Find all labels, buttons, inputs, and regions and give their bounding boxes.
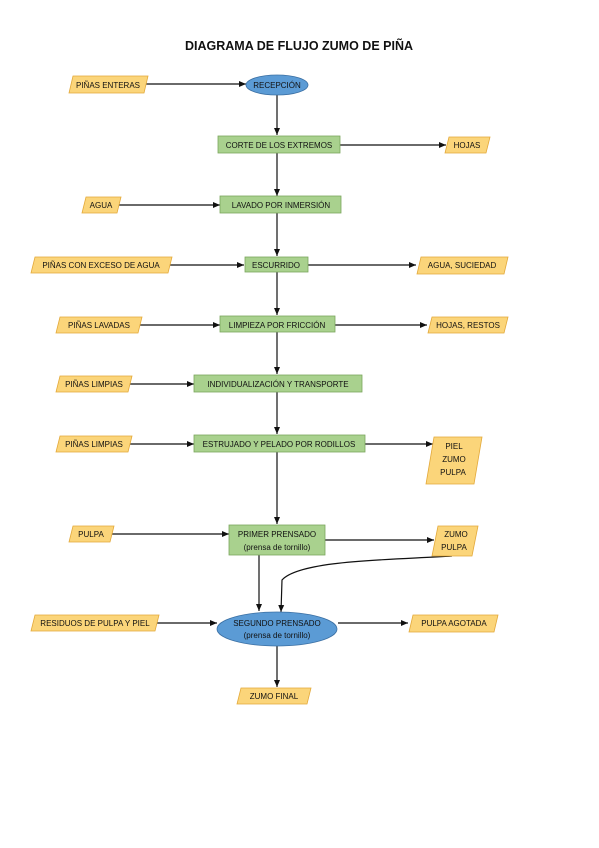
input-pinas-limpias-2: PIÑAS LIMPIAS	[55, 435, 133, 453]
input-agua: AGUA	[81, 196, 122, 214]
output-piel-label: PIEL	[445, 442, 463, 451]
output-zumo-final: ZUMO FINAL	[236, 687, 312, 705]
output-hojas: HOJAS	[444, 136, 491, 154]
node-estrujado-label: ESTRUJADO Y PELADO POR RODILLOS	[203, 440, 356, 449]
input-pinas-lavadas: PIÑAS LAVADAS	[55, 316, 143, 334]
node-individualizacion: INDIVIDUALIZACIÓN Y TRANSPORTE	[193, 374, 363, 393]
node-escurrido: ESCURRIDO	[244, 256, 309, 273]
node-limpieza: LIMPIEZA POR FRICCIÓN	[219, 315, 336, 333]
input-pulpa: PULPA	[68, 525, 115, 543]
output-zumo-2-label: ZUMO	[444, 530, 468, 539]
input-pulpa-label: PULPA	[78, 530, 104, 539]
node-recepcion: RECEPCIÓN	[245, 74, 309, 96]
output-piel-zumo-pulpa: PIEL ZUMO PULPA	[425, 436, 483, 485]
node-primer-prensado-label: PRIMER PRENSADO	[238, 530, 316, 539]
node-recepcion-label: RECEPCIÓN	[253, 81, 301, 90]
output-zumo-pulpa: ZUMO PULPA	[431, 525, 479, 557]
input-agua-label: AGUA	[90, 201, 113, 210]
node-corte: CORTE DE LOS EXTREMOS	[217, 135, 341, 154]
output-pulpa-agotada: PULPA AGOTADA	[408, 614, 499, 633]
output-agua-suciedad: AGUA, SUCIEDAD	[416, 256, 509, 275]
input-pinas-limpias-1-label: PIÑAS LIMPIAS	[65, 380, 123, 389]
node-segundo-prensado: SEGUNDO PRENSADO (prensa de tornillo)	[216, 611, 338, 647]
input-residuos: RESIDUOS DE PULPA Y PIEL	[30, 614, 160, 632]
node-segundo-prensado-label: SEGUNDO PRENSADO	[233, 619, 321, 628]
input-pinas-limpias-2-label: PIÑAS LIMPIAS	[65, 440, 123, 449]
input-residuos-label: RESIDUOS DE PULPA Y PIEL	[40, 619, 150, 628]
diagram-title: DIAGRAMA DE FLUJO ZUMO DE PIÑA	[185, 38, 413, 53]
input-pinas-exceso: PIÑAS CON EXCESO DE AGUA	[30, 256, 173, 274]
node-escurrido-label: ESCURRIDO	[252, 261, 300, 270]
input-pinas-enteras: PIÑAS ENTERAS	[68, 75, 149, 94]
node-limpieza-label: LIMPIEZA POR FRICCIÓN	[229, 321, 326, 330]
edge-recycle-zumo-pulpa	[278, 555, 453, 613]
node-lavado: LAVADO POR INMERSIÓN	[219, 195, 342, 214]
node-primer-prensado-sublabel: (prensa de tornillo)	[244, 543, 311, 552]
output-zumo-final-label: ZUMO FINAL	[250, 692, 299, 701]
node-primer-prensado: PRIMER PRENSADO (prensa de tornillo)	[228, 524, 326, 556]
output-pulpa-agotada-label: PULPA AGOTADA	[421, 619, 487, 628]
input-pinas-exceso-label: PIÑAS CON EXCESO DE AGUA	[42, 261, 160, 270]
output-agua-suciedad-label: AGUA, SUCIEDAD	[428, 261, 497, 270]
input-pinas-enteras-label: PIÑAS ENTERAS	[76, 81, 140, 90]
node-corte-label: CORTE DE LOS EXTREMOS	[226, 141, 333, 150]
node-segundo-prensado-sublabel: (prensa de tornillo)	[244, 631, 311, 640]
node-estrujado: ESTRUJADO Y PELADO POR RODILLOS	[193, 434, 366, 453]
input-pinas-lavadas-label: PIÑAS LAVADAS	[68, 321, 130, 330]
output-zumo-1-label: ZUMO	[442, 455, 466, 464]
input-pinas-limpias-1: PIÑAS LIMPIAS	[55, 375, 133, 393]
node-individualizacion-label: INDIVIDUALIZACIÓN Y TRANSPORTE	[207, 380, 348, 389]
node-lavado-label: LAVADO POR INMERSIÓN	[232, 201, 331, 210]
output-pulpa-1-label: PULPA	[440, 468, 466, 477]
output-pulpa-2-label: PULPA	[441, 543, 467, 552]
output-hojas-restos: HOJAS, RESTOS	[427, 316, 509, 334]
output-hojas-label: HOJAS	[454, 141, 481, 150]
output-hojas-restos-label: HOJAS, RESTOS	[436, 321, 500, 330]
